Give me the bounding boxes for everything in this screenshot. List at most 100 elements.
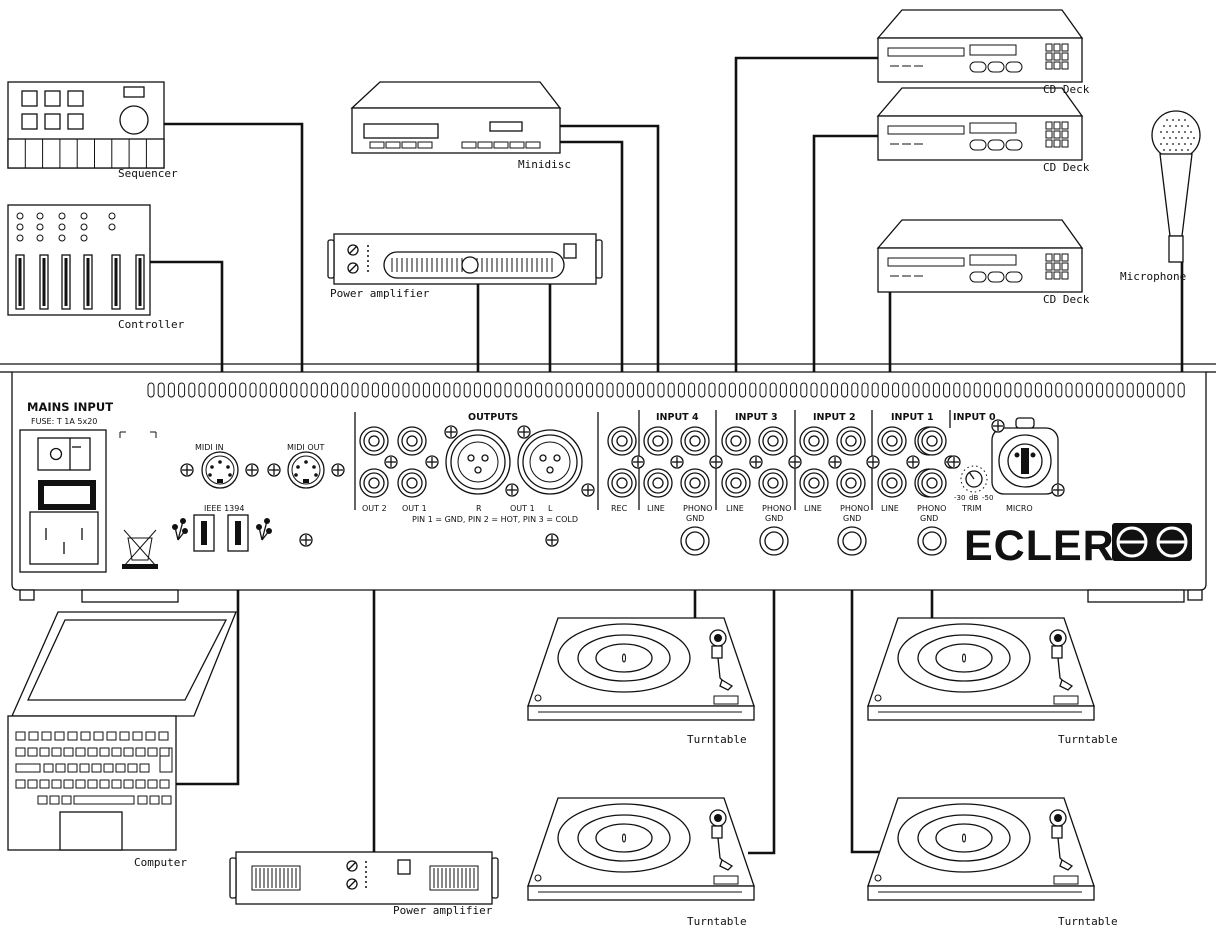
- minidisc-device: Minidisc: [350, 81, 571, 171]
- input3-line-jack-bottom[interactable]: [721, 468, 751, 498]
- screw-icon: [384, 455, 398, 469]
- trim-db-label: dB: [969, 494, 978, 502]
- phono-gnd-terminal[interactable]: [680, 526, 710, 556]
- cd-deck-3-label: CD Deck: [1043, 293, 1090, 306]
- phono-gnd-terminal[interactable]: [837, 526, 867, 556]
- power-amp-top-label: Power amplifier: [330, 287, 430, 300]
- input4-phono-jack-top[interactable]: [680, 426, 710, 456]
- xlr-out-l[interactable]: [517, 429, 583, 495]
- mains-input-label: MAINS INPUT: [27, 400, 113, 414]
- input4-phono-jack-bottom[interactable]: [680, 468, 710, 498]
- input2-line-jack-top[interactable]: [799, 426, 829, 456]
- line4-label: LINE: [647, 504, 665, 513]
- out2-label: OUT 2: [362, 504, 387, 513]
- rec-rca-jack-bottom[interactable]: [607, 468, 637, 498]
- midi-in-port[interactable]: [201, 451, 239, 489]
- cable-cd1-input3: [734, 56, 878, 483]
- iec-power-inlet[interactable]: [29, 511, 99, 565]
- midi-in-label: MIDI IN: [195, 443, 224, 452]
- power-amplifier-top-device: Power amplifier: [327, 233, 603, 300]
- input1-line-jack-bottom[interactable]: [877, 468, 907, 498]
- phono1-label: PHONO: [917, 504, 946, 513]
- out2-rca-jack-bottom[interactable]: [359, 468, 389, 498]
- out2-rca-jack-top[interactable]: [359, 426, 389, 456]
- cable-tt3-phono3: [748, 483, 776, 855]
- microphone-device: Microphone: [1120, 110, 1201, 283]
- power-amp-bottom-label: Power amplifier: [393, 904, 493, 917]
- xlr-out-r[interactable]: [445, 429, 511, 495]
- screw-icon: [444, 425, 458, 439]
- out1-rca-jack-top[interactable]: [397, 426, 427, 456]
- phono-gnd-terminal[interactable]: [759, 526, 789, 556]
- sequencer-device: Sequencer: [7, 81, 178, 180]
- input4-line-jack-bottom[interactable]: [643, 468, 673, 498]
- screw-icon: [581, 483, 595, 497]
- turntable-3-device: [527, 797, 755, 901]
- xlr-l-label: L: [548, 504, 553, 513]
- power-amplifier-bottom-device: Power amplifier: [229, 851, 499, 917]
- input3-phono-jack-bottom[interactable]: [758, 468, 788, 498]
- rec-label: REC: [611, 504, 628, 513]
- ieee-label: IEEE 1394: [204, 504, 244, 513]
- xlr-r-label: R: [476, 504, 482, 513]
- rec-rca-jack-top[interactable]: [607, 426, 637, 456]
- outputs-label: OUTPUTS: [468, 412, 518, 423]
- phono3-label: PHONO: [762, 504, 791, 513]
- input0-label: INPUT 0: [953, 412, 996, 423]
- cd-deck-2-device: [876, 87, 1084, 161]
- input4-line-jack-top[interactable]: [643, 426, 673, 456]
- phono-ground-layer: [680, 526, 947, 556]
- screw-icon: [517, 425, 531, 439]
- input0-jack-top[interactable]: [917, 426, 947, 456]
- input2-phono-jack-top[interactable]: [836, 426, 866, 456]
- midi-out-port[interactable]: [287, 451, 325, 489]
- midi-out-label: MIDI OUT: [287, 443, 324, 452]
- turntable-3-label: Turntable: [687, 915, 747, 928]
- screw-icon: [180, 463, 194, 477]
- turntable-4-device: [867, 797, 1095, 901]
- cable-sequencer-midi-out: [164, 122, 304, 458]
- firewire-icon: [256, 518, 272, 541]
- input3-line-jack-top[interactable]: [721, 426, 751, 456]
- ventilation-slots: [147, 382, 1185, 398]
- screw-icon: [947, 455, 961, 469]
- phono4-label: PHONO: [683, 504, 712, 513]
- cable-cd2-input2: [812, 134, 878, 483]
- input2-phono-jack-bottom[interactable]: [836, 468, 866, 498]
- power-switch[interactable]: [37, 437, 91, 471]
- screw-layer: [180, 419, 1065, 547]
- cd-deck-3-device: [876, 219, 1084, 293]
- microphone-label: Microphone: [1120, 270, 1186, 283]
- trim-knob[interactable]: [960, 465, 988, 493]
- cd-deck-2-label: CD Deck: [1043, 161, 1090, 174]
- out1-rca-jack-bottom[interactable]: [397, 468, 427, 498]
- screw-icon: [331, 463, 345, 477]
- cd-deck-1-device: [876, 9, 1084, 83]
- line1-label: LINE: [881, 504, 899, 513]
- phono2-label: PHONO: [840, 504, 869, 513]
- phono-gnd-terminal[interactable]: [917, 526, 947, 556]
- out1-rca-label: OUT 1: [402, 504, 427, 513]
- screw-icon: [425, 455, 439, 469]
- input2-line-jack-bottom[interactable]: [799, 468, 829, 498]
- input3-phono-jack-top[interactable]: [758, 426, 788, 456]
- cd-deck-1-label: CD Deck: [1043, 83, 1090, 96]
- cable-computer-ieee: [176, 515, 240, 786]
- screw-icon: [709, 455, 723, 469]
- weee-recycle-icon: [122, 529, 158, 569]
- outputs-section: OUTPUTS OUT 2 OUT 1 R OUT 1 L PIN 1 = GN…: [354, 412, 599, 524]
- line2-label: LINE: [804, 504, 822, 513]
- cd-decks: [876, 9, 1084, 293]
- line3-label: LINE: [726, 504, 744, 513]
- input1-label: INPUT 1: [891, 412, 934, 423]
- input1-line-jack-top[interactable]: [877, 426, 907, 456]
- trim-min-label: -30: [954, 494, 965, 502]
- inputs-section: REC INPUT 4 INPUT 3 INPUT 2 INPUT 1 INPU…: [611, 410, 1059, 523]
- input0-jack-bottom[interactable]: [917, 468, 947, 498]
- screw-icon: [866, 455, 880, 469]
- gnd2-label: GND: [843, 514, 861, 523]
- brand-name: ECLER: [964, 522, 1115, 570]
- screw-icon: [631, 455, 645, 469]
- micro-combo-jack[interactable]: [991, 417, 1059, 495]
